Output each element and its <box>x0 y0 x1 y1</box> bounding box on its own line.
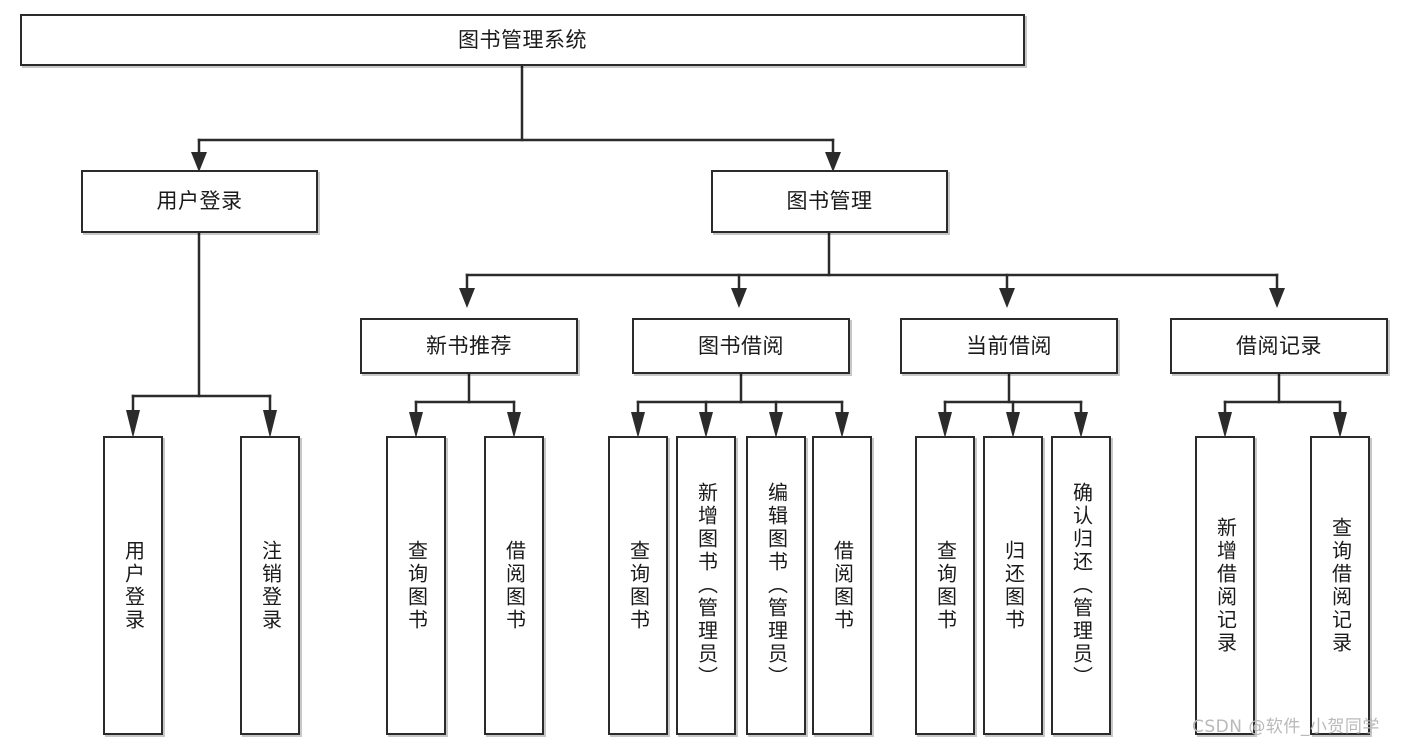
node-borrow-record[interactable]: 借阅记录 <box>1170 318 1388 374</box>
node-leaf-query-book-1-label: 查询图书 <box>404 539 429 632</box>
node-leaf-borrow-book-1[interactable]: 借阅图书 <box>484 436 544 735</box>
node-leaf-borrow-book-2[interactable]: 借阅图书 <box>812 436 872 735</box>
node-book-borrow[interactable]: 图书借阅 <box>632 318 850 374</box>
node-leaf-query-book-2-label: 查询图书 <box>626 539 651 632</box>
node-book-borrow-label: 图书借阅 <box>698 333 784 358</box>
node-leaf-edit-book-label: 编辑图书（管理员） <box>764 482 789 689</box>
node-user-login-label: 用户登录 <box>156 189 243 214</box>
node-leaf-logout-label: 注销登录 <box>258 539 283 632</box>
node-leaf-confirm-return[interactable]: 确认归还（管理员） <box>1051 436 1111 735</box>
node-root[interactable]: 图书管理系统 <box>20 14 1025 66</box>
node-leaf-edit-book[interactable]: 编辑图书（管理员） <box>746 436 806 735</box>
node-book-manage[interactable]: 图书管理 <box>711 170 948 233</box>
node-leaf-query-book-3[interactable]: 查询图书 <box>915 436 975 735</box>
node-user-login[interactable]: 用户登录 <box>81 170 318 233</box>
node-leaf-logout[interactable]: 注销登录 <box>240 436 300 735</box>
node-leaf-query-book-2[interactable]: 查询图书 <box>608 436 668 735</box>
node-new-book-recommend-label: 新书推荐 <box>426 333 512 358</box>
node-leaf-query-record[interactable]: 查询借阅记录 <box>1310 436 1370 735</box>
node-leaf-add-book[interactable]: 新增图书（管理员） <box>676 436 736 735</box>
node-new-book-recommend[interactable]: 新书推荐 <box>360 318 578 374</box>
node-borrow-record-label: 借阅记录 <box>1236 333 1322 358</box>
node-book-manage-label: 图书管理 <box>786 189 873 214</box>
node-leaf-user-login[interactable]: 用户登录 <box>103 436 163 735</box>
node-leaf-query-book-3-label: 查询图书 <box>933 539 958 632</box>
node-root-label: 图书管理系统 <box>458 27 587 52</box>
node-leaf-add-record-label: 新增借阅记录 <box>1213 516 1238 655</box>
node-leaf-borrow-book-1-label: 借阅图书 <box>502 539 527 632</box>
node-leaf-confirm-return-label: 确认归还（管理员） <box>1069 482 1094 689</box>
node-leaf-add-book-label: 新增图书（管理员） <box>694 482 719 689</box>
node-current-borrow-label: 当前借阅 <box>966 333 1052 358</box>
node-current-borrow[interactable]: 当前借阅 <box>900 318 1118 374</box>
node-leaf-query-book-1[interactable]: 查询图书 <box>386 436 446 735</box>
node-leaf-return-book[interactable]: 归还图书 <box>983 436 1043 735</box>
node-leaf-return-book-label: 归还图书 <box>1001 539 1026 632</box>
node-leaf-query-record-label: 查询借阅记录 <box>1328 516 1353 655</box>
node-leaf-user-login-label: 用户登录 <box>121 539 146 632</box>
node-leaf-add-record[interactable]: 新增借阅记录 <box>1195 436 1255 735</box>
node-leaf-borrow-book-2-label: 借阅图书 <box>830 539 855 632</box>
